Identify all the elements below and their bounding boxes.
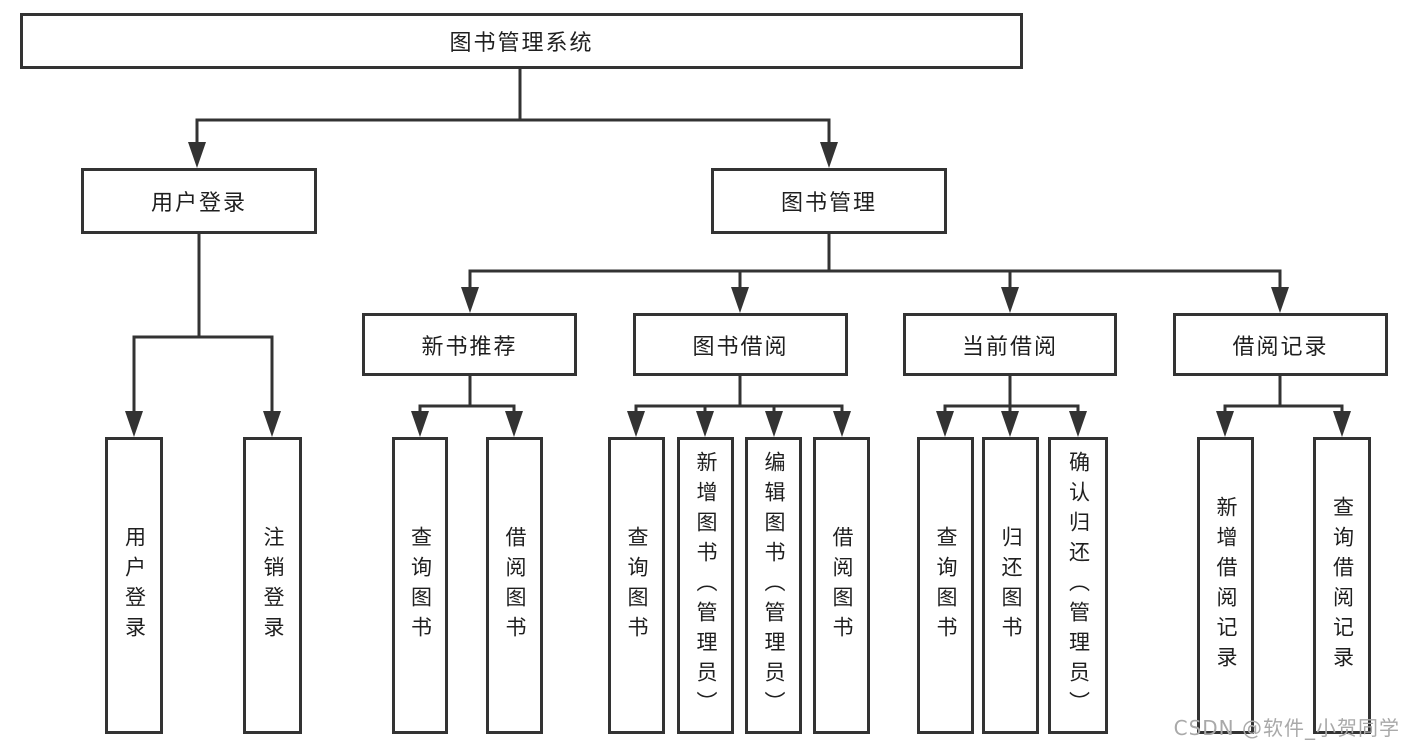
- node-library-system: 图书管理系统: [20, 13, 1023, 69]
- arrowhead-icon: [936, 411, 954, 437]
- node-book-borrow: 图书借阅: [633, 313, 848, 376]
- arrowhead-icon: [765, 411, 783, 437]
- connector-book-borrow-branch: [627, 375, 851, 437]
- arrowhead-icon: [833, 411, 851, 437]
- arrowhead-icon: [696, 411, 714, 437]
- node-current-borrow: 当前借阅: [903, 313, 1117, 376]
- leaf-bookborrow-edit-book-admin: 编辑图书（管理员）: [745, 437, 802, 734]
- arrowhead-icon: [1333, 411, 1351, 437]
- node-borrow-records: 借阅记录: [1173, 313, 1388, 376]
- arrowhead-icon: [505, 411, 523, 437]
- arrowhead-icon: [461, 287, 479, 313]
- arrowhead-icon: [820, 142, 838, 168]
- connector-borrow-records-branch: [1216, 375, 1351, 437]
- connector-current-borrow-branch: [936, 375, 1087, 437]
- leaf-bookborrow-query-book: 查询图书: [608, 437, 665, 734]
- arrowhead-icon: [263, 411, 281, 437]
- connector-root-branch: [188, 68, 838, 168]
- leaf-currentborrow-query-book: 查询图书: [917, 437, 974, 734]
- arrowhead-icon: [125, 411, 143, 437]
- arrowhead-icon: [1001, 411, 1019, 437]
- leaf-newbookrec-query-book: 查询图书: [392, 437, 448, 734]
- arrowhead-icon: [1069, 411, 1087, 437]
- connector-book-mgmt-branch: [461, 234, 1289, 313]
- arrowhead-icon: [731, 287, 749, 313]
- node-user-login: 用户登录: [81, 168, 317, 234]
- node-book-management: 图书管理: [711, 168, 947, 234]
- arrowhead-icon: [1216, 411, 1234, 437]
- arrowhead-icon: [188, 142, 206, 168]
- csdn-watermark: CSDN @软件_小贺同学: [1173, 716, 1400, 740]
- connector-new-book-rec-branch: [411, 375, 523, 437]
- arrowhead-icon: [627, 411, 645, 437]
- leaf-user-login: 用户登录: [105, 437, 163, 734]
- connector-user-login-branch: [125, 234, 281, 437]
- leaf-newbookrec-borrow-book: 借阅图书: [486, 437, 543, 734]
- arrowhead-icon: [1001, 287, 1019, 313]
- arrowhead-icon: [411, 411, 429, 437]
- leaf-logout: 注销登录: [243, 437, 302, 734]
- arrowhead-icon: [1271, 287, 1289, 313]
- leaf-borrowrecords-query-record: 查询借阅记录: [1313, 437, 1371, 734]
- leaf-borrowrecords-add-record: 新增借阅记录: [1197, 437, 1254, 734]
- leaf-bookborrow-add-book-admin: 新增图书（管理员）: [677, 437, 734, 734]
- leaf-bookborrow-borrow-book: 借阅图书: [813, 437, 870, 734]
- leaf-currentborrow-confirm-return-admin: 确认归还（管理员）: [1048, 437, 1108, 734]
- node-new-book-recommend: 新书推荐: [362, 313, 577, 376]
- leaf-currentborrow-return-book: 归还图书: [982, 437, 1039, 734]
